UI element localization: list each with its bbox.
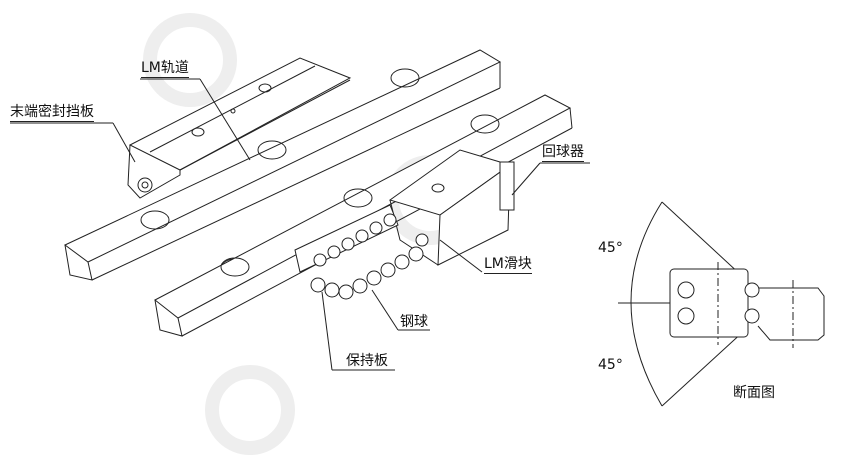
label-angle-bottom: 45°: [598, 357, 623, 373]
label-steel-balls: 钢球: [400, 314, 428, 330]
block-left: [127, 57, 352, 199]
label-section-view: 断面图: [733, 385, 775, 401]
section-view: [618, 201, 825, 407]
label-angle-top: 45°: [598, 240, 623, 256]
label-end-seal: 末端密封挡板: [10, 104, 94, 122]
steel-balls: [310, 213, 429, 300]
label-lm-block: LM滑块: [484, 256, 532, 274]
label-lm-rail: LM轨道: [141, 60, 189, 78]
retainer-and-balls: [294, 204, 429, 300]
leader-lines: [10, 78, 590, 371]
label-ball-return: 回球器: [542, 144, 584, 162]
label-retainer: 保持板: [346, 353, 388, 369]
block-right: [388, 149, 515, 266]
